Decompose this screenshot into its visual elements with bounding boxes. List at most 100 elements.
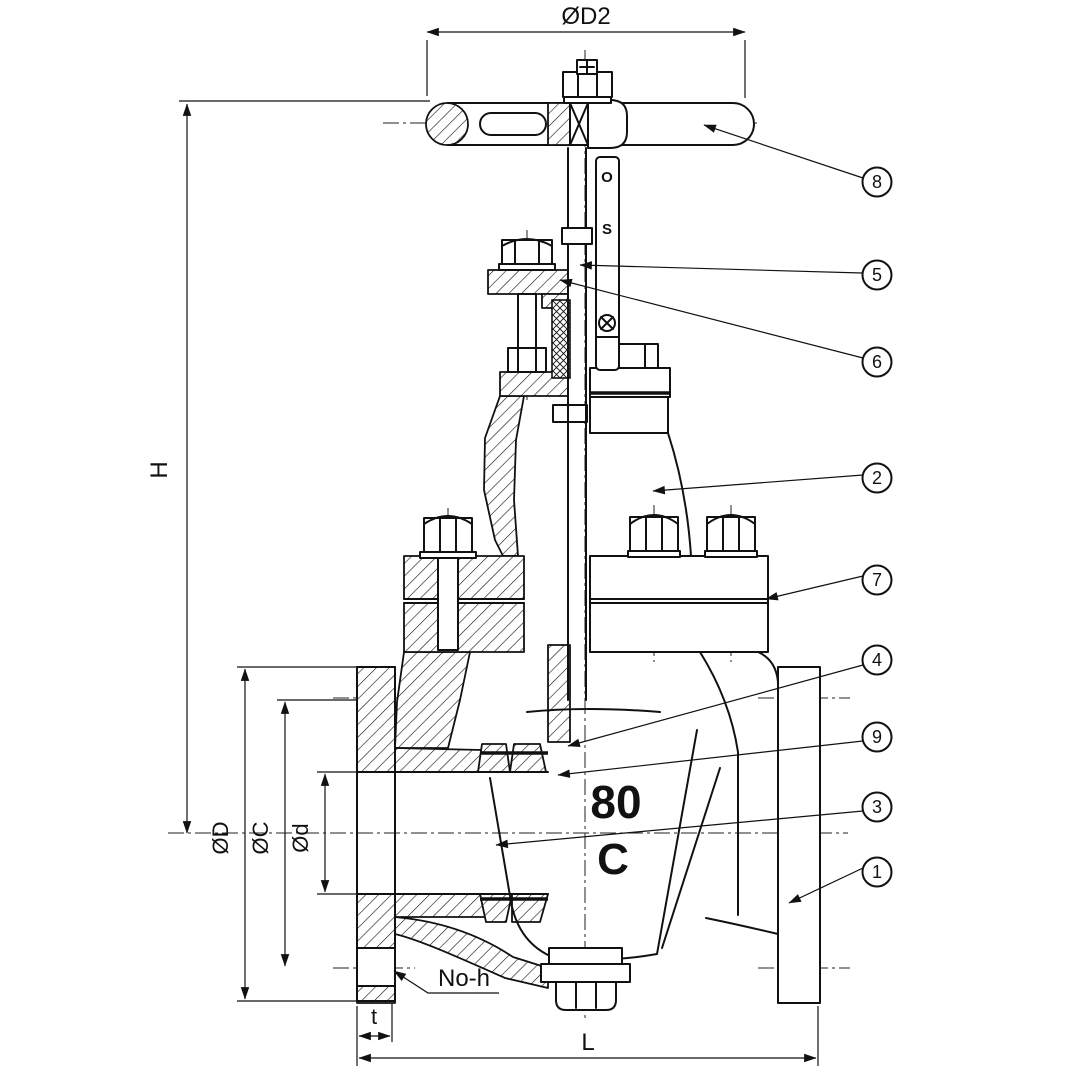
- callout-balloon: [861, 856, 893, 888]
- bonnet-stud-nut: [423, 517, 473, 553]
- handle-hub-section: [547, 102, 571, 146]
- body-flange-section: [403, 602, 525, 653]
- cast-mark-size: 80: [590, 776, 641, 828]
- seat-faces: [480, 751, 548, 901]
- callout-leader: [703, 124, 864, 179]
- stem-and-trim: [419, 59, 758, 701]
- stem-collar: [561, 227, 593, 245]
- gland-bolt-nut: [501, 239, 553, 265]
- bottom-boss-plate: [548, 947, 623, 965]
- callout-leader: [788, 867, 864, 904]
- handle-hub: [587, 99, 628, 149]
- wedge-right-edge: [549, 729, 721, 961]
- dimensions: ØD2 H ØD ØC Ød No-h t L: [146, 3, 819, 1066]
- guide-rib-section: [547, 644, 571, 743]
- bonnet-bolt-nut-facets: [629, 514, 679, 552]
- callout-number: 1: [872, 862, 882, 882]
- backseat-collar: [552, 404, 588, 423]
- callout-leader: [765, 575, 864, 601]
- callout-leader: [495, 810, 864, 849]
- bore-lines: [356, 771, 549, 895]
- callout-2: 2: [652, 462, 893, 495]
- bonnet-flange-section: [403, 555, 525, 600]
- bonnet-stud: [437, 557, 459, 651]
- callout-8: 8: [703, 124, 893, 198]
- bonnet-wall-section: [483, 395, 525, 557]
- bottom-plug-bolt-facets: [575, 981, 597, 1009]
- handle-grip-section: [425, 102, 469, 146]
- body-right-profile: [699, 651, 779, 935]
- callout-leader: [567, 664, 864, 747]
- callout-number: 3: [872, 797, 882, 817]
- dim-label-bolt-circle: ØC: [248, 821, 273, 854]
- gland-lock-nut: [507, 347, 547, 373]
- callout-1: 1: [788, 856, 893, 904]
- callout-balloon: [861, 166, 893, 198]
- callout-number: 6: [872, 352, 882, 372]
- callout-balloon: [861, 346, 893, 378]
- dim-label-d2: ØD2: [561, 3, 610, 30]
- dim-label-bolt-holes: No-h: [438, 965, 490, 992]
- callout-number: 5: [872, 265, 882, 285]
- bonnet-bolt-nut: [706, 516, 756, 552]
- bottom-boss-flange: [540, 963, 631, 983]
- gland-bolt-shank: [517, 293, 537, 349]
- bonnet-stud-nut-facets: [423, 515, 473, 553]
- callout-7: 7: [765, 564, 893, 601]
- callout-6: 6: [559, 278, 893, 378]
- plate-screw-cross: [600, 316, 614, 330]
- callout-leader: [652, 474, 864, 495]
- bonnet-neck-step: [589, 396, 669, 434]
- left-flange-section: [356, 666, 396, 773]
- seat-ring-section: [477, 743, 511, 773]
- left-flange: [356, 666, 396, 1002]
- stem-square-cross: [569, 102, 589, 146]
- cast-mark-grade: C: [597, 835, 629, 884]
- callout-4: 4: [567, 644, 893, 747]
- bonnet-gasket-joint: [403, 598, 769, 604]
- stem-nut-facets: [577, 71, 598, 98]
- callout-number: 7: [872, 570, 882, 590]
- gland-lock-nut-facets: [517, 347, 537, 373]
- callout-balloon: [861, 644, 893, 676]
- callout-balloon: [861, 564, 893, 596]
- gland-flange-section: [487, 269, 569, 295]
- bonnet-bolt-nut: [629, 516, 679, 552]
- pipe-upper-wall-section: [394, 747, 491, 773]
- set-screw-cross: [579, 60, 595, 74]
- handle-slot: [479, 112, 547, 136]
- indicator-shut-mark: S: [602, 221, 612, 238]
- callout-9: 9: [557, 721, 893, 778]
- callout-balloon: [861, 462, 893, 494]
- gland-washer: [498, 263, 556, 271]
- callout-balloon: [861, 721, 893, 753]
- callout-leader: [559, 278, 864, 359]
- dim-label-h: H: [146, 461, 173, 478]
- wedge-top: [526, 708, 661, 713]
- indicator-plate: [595, 156, 620, 371]
- bottom-plug-bolt: [555, 981, 617, 1011]
- body-wall-section: [394, 651, 471, 749]
- stem-nut: [562, 71, 613, 98]
- callout-number: 4: [872, 650, 882, 670]
- bolt-holes-leader: [393, 970, 499, 994]
- valve-outline: [317, 367, 821, 1011]
- callout-5: 5: [579, 259, 893, 291]
- bonnet-bolt-nut-facets: [706, 514, 756, 552]
- dim-label-length: L: [581, 1029, 594, 1056]
- markings: 80 C O S: [590, 169, 641, 884]
- callout-balloon: [861, 259, 893, 291]
- left-flange-bolt-hole: [356, 947, 396, 987]
- left-flange-section: [356, 893, 396, 949]
- callout-balloon: [861, 791, 893, 823]
- seat-ring-section: [509, 743, 547, 773]
- callout-number: 2: [872, 468, 882, 488]
- indicator-open-mark: O: [601, 169, 613, 186]
- sectioned-parts: [356, 269, 571, 1004]
- dim-label-thickness: t: [371, 1004, 377, 1029]
- dim-label-flange-od: ØD: [208, 822, 233, 855]
- callout-leader: [579, 261, 863, 274]
- packing-section: [551, 299, 571, 379]
